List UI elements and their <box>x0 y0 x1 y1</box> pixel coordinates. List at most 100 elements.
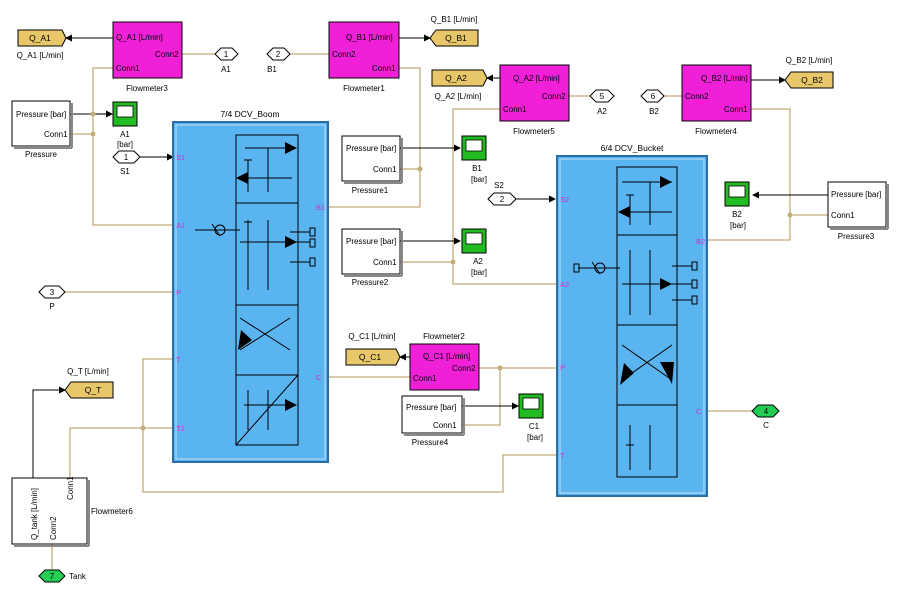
svg-text:Conn1: Conn1 <box>372 64 396 73</box>
scope-a2[interactable]: A2 [bar] <box>461 228 487 277</box>
svg-text:Pressure4: Pressure4 <box>412 438 449 447</box>
flowmeter-4[interactable]: Q_B2 [L/min] Conn2 Conn1 Flowmeter4 <box>681 64 752 136</box>
svg-text:5: 5 <box>600 92 605 101</box>
svg-text:Conn2: Conn2 <box>685 92 709 101</box>
svg-text:Q_C1: Q_C1 <box>359 352 381 362</box>
svg-text:Conn1: Conn1 <box>724 105 748 114</box>
pressure-sensor[interactable]: Pressure [bar] Conn1 Pressure <box>11 100 73 159</box>
pressure-sensor-4[interactable]: Pressure [bar] Conn1 Pressure4 <box>401 395 465 447</box>
svg-text:C1: C1 <box>529 422 540 431</box>
dcv-bucket-block[interactable]: 6/4 DCV_Bucket S2 B2 A2 P C T <box>556 143 708 497</box>
dcv-boom-port-t: T <box>176 355 181 364</box>
flowmeter-1[interactable]: Q_B1 [L/min] Conn2 Conn1 Flowmeter1 <box>328 21 400 93</box>
dcv-boom-port-t1: T1 <box>176 424 185 433</box>
pressure-sensor-3[interactable]: Pressure [bar] Conn1 Pressure3 <box>827 181 889 241</box>
svg-text:Q_B2 [L/min]: Q_B2 [L/min] <box>701 74 748 83</box>
goto-q-b2[interactable]: Q_B2 Q_B2 [L/min] <box>784 56 834 89</box>
pressure-sensor-1[interactable]: Pressure [bar] Conn1 Pressure1 <box>341 135 403 195</box>
svg-text:1: 1 <box>124 153 129 162</box>
dcv-boom-title: 7/4 DCV_Boom <box>220 109 279 119</box>
svg-text:[bar]: [bar] <box>527 433 543 442</box>
svg-text:B2: B2 <box>732 210 742 219</box>
svg-text:Conn1: Conn1 <box>373 165 397 174</box>
dcv-boom-port-c: C <box>316 373 322 382</box>
svg-text:Q_C1 [L/min]: Q_C1 [L/min] <box>348 332 395 341</box>
dcv-bucket-port-c: C <box>696 407 702 416</box>
svg-text:Conn2: Conn2 <box>542 92 566 101</box>
svg-text:Q_tank [L/min]: Q_tank [L/min] <box>30 488 39 540</box>
dcv-bucket-port-a2: A2 <box>560 280 569 289</box>
svg-text:Conn1: Conn1 <box>433 421 457 430</box>
svg-text:Q_B2: Q_B2 <box>801 75 823 85</box>
svg-text:Pressure: Pressure <box>25 150 58 159</box>
svg-text:Q_A1 [L/min]: Q_A1 [L/min] <box>116 33 163 42</box>
goto-q-a1[interactable]: Q_A1 Q_A1 [L/min] <box>17 29 67 60</box>
scope-a1[interactable]: A1 [bar] <box>112 101 138 149</box>
port-a1[interactable]: 1 A1 <box>214 47 239 74</box>
svg-text:2: 2 <box>500 195 505 204</box>
port-s2[interactable]: 2 S2 <box>487 181 517 206</box>
dcv-bucket-port-s2: S2 <box>560 195 569 204</box>
flowmeter-2[interactable]: Q_C1 [L/min] Conn2 Conn1 Flowmeter2 <box>409 332 480 391</box>
flowmeter-3[interactable]: Q_A1 [L/min] Conn2 Conn1 Flowmeter3 <box>112 21 183 93</box>
hydraulic-wires <box>51 53 828 570</box>
port-b2[interactable]: 6 B2 <box>640 89 665 116</box>
svg-text:Conn1: Conn1 <box>503 105 527 114</box>
port-c[interactable]: 4 C <box>751 404 780 430</box>
dcv-bucket-port-t: T <box>560 451 565 460</box>
svg-text:Pressure [bar]: Pressure [bar] <box>346 237 396 246</box>
svg-text:1: 1 <box>224 50 229 59</box>
goto-q-c1[interactable]: Q_C1 Q_C1 [L/min] <box>345 332 401 366</box>
svg-text:Conn2: Conn2 <box>49 516 58 540</box>
goto-q-t[interactable]: Q_T Q_T [L/min] <box>64 367 114 399</box>
scope-b2[interactable]: B2 [bar] <box>724 181 750 230</box>
port-a2[interactable]: 5 A2 <box>589 89 615 116</box>
svg-text:Pressure [bar]: Pressure [bar] <box>16 110 66 119</box>
svg-text:[bar]: [bar] <box>471 268 487 277</box>
svg-text:Conn2: Conn2 <box>155 50 179 59</box>
scope-c1[interactable]: C1 [bar] <box>518 393 544 442</box>
svg-text:Conn1: Conn1 <box>116 64 140 73</box>
svg-text:Q_C1 [L/min]: Q_C1 [L/min] <box>423 352 470 361</box>
flowmeter-5-name: Flowmeter5 <box>513 127 555 136</box>
goto-q-a2[interactable]: Q_A2 Q_A2 [L/min] <box>431 69 488 101</box>
svg-text:Q_A2: Q_A2 <box>445 73 467 83</box>
svg-text:Conn1: Conn1 <box>373 258 397 267</box>
svg-text:7: 7 <box>50 572 55 581</box>
svg-text:A1: A1 <box>221 65 231 74</box>
dcv-boom-port-p: P <box>176 288 181 297</box>
svg-text:A2: A2 <box>473 257 483 266</box>
port-s1[interactable]: 1 S1 <box>112 150 141 176</box>
svg-text:Conn1: Conn1 <box>66 476 75 500</box>
svg-text:Q_B1 [L/min]: Q_B1 [L/min] <box>431 15 478 24</box>
svg-text:A2: A2 <box>597 107 607 116</box>
dcv-boom-schematic <box>195 134 316 446</box>
goto-q-b1[interactable]: Q_B1 Q_B1 [L/min] <box>429 15 479 47</box>
svg-text:4: 4 <box>764 407 769 416</box>
flowmeter-5[interactable]: Q_A2 [L/min] Conn2 Conn1 Flowmeter5 <box>499 64 570 136</box>
dcv-boom-block[interactable]: 7/4 DCV_Boom S1 A1 B1 P T C T1 <box>172 109 329 463</box>
svg-text:6: 6 <box>651 92 656 101</box>
svg-text:B2: B2 <box>649 107 659 116</box>
port-p[interactable]: 3 P <box>38 285 66 311</box>
svg-text:[bar]: [bar] <box>117 140 133 149</box>
svg-text:S2: S2 <box>494 181 504 190</box>
dcv-boom-port-a1: A1 <box>176 221 185 230</box>
svg-text:B1: B1 <box>472 164 482 173</box>
svg-text:B1: B1 <box>267 65 277 74</box>
svg-text:Pressure2: Pressure2 <box>352 278 389 287</box>
flowmeter-6[interactable]: Q_tank [L/min] Conn1 Conn2 Flowmeter6 <box>11 476 133 547</box>
svg-text:Pressure3: Pressure3 <box>838 232 875 241</box>
pressure-sensor-2[interactable]: Pressure [bar] Conn1 Pressure2 <box>341 228 403 287</box>
scope-b1[interactable]: B1 [bar] <box>461 135 487 184</box>
port-tank[interactable]: 7 Tank <box>38 569 87 583</box>
port-b1[interactable]: 2 B1 <box>266 47 291 74</box>
svg-text:Conn1: Conn1 <box>413 374 437 383</box>
svg-text:Conn1: Conn1 <box>44 130 68 139</box>
flowmeter-2-name: Flowmeter2 <box>423 332 465 341</box>
dcv-bucket-port-b2: B2 <box>696 237 705 246</box>
svg-text:Tank: Tank <box>69 572 87 581</box>
svg-text:Pressure1: Pressure1 <box>352 186 389 195</box>
dcv-boom-arrows <box>236 142 297 411</box>
